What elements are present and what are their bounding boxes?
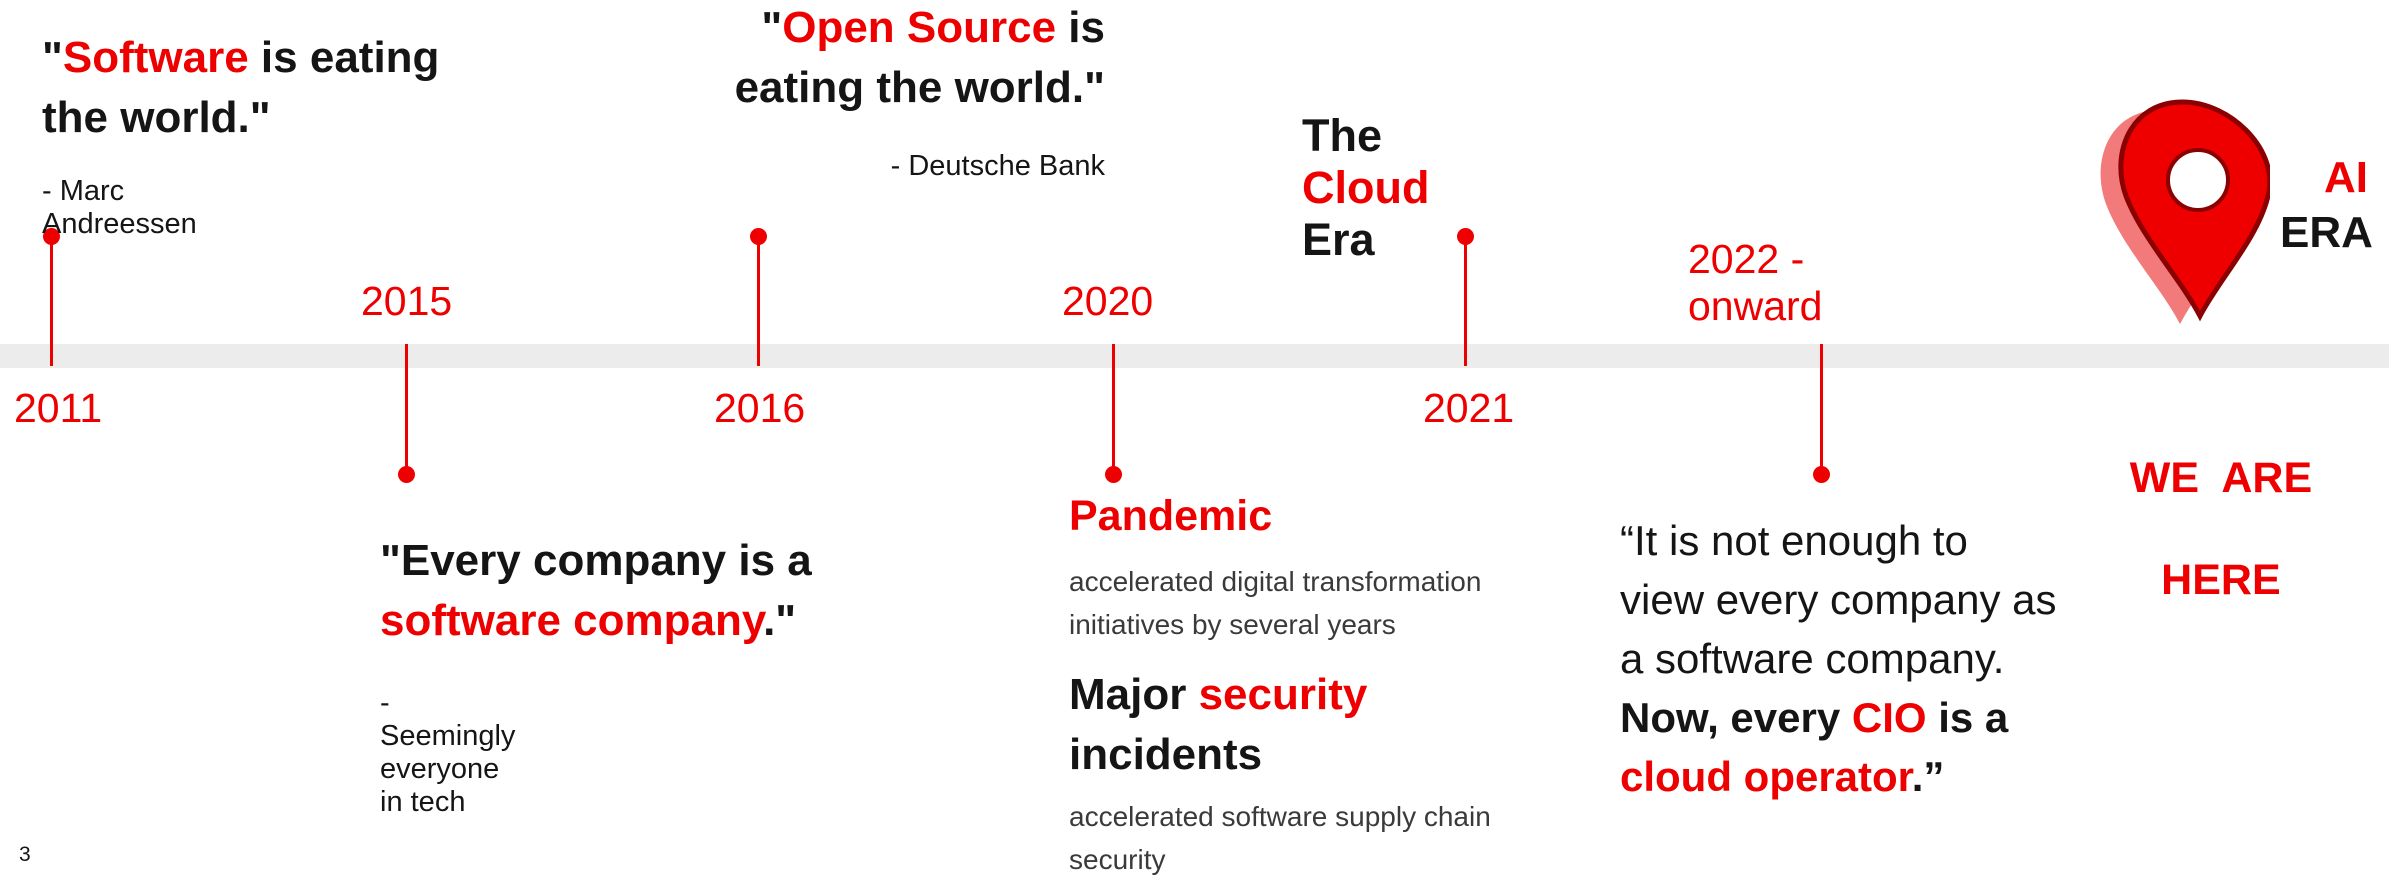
milestone-quote: "Open Source is eating the world." <box>734 3 1105 112</box>
milestone-year: 2016 <box>714 385 806 431</box>
milestone-year: 2021 <box>1423 385 1515 431</box>
milestone-quote: "Software is eating the world." <box>42 33 440 142</box>
security-description: accelerated software supply chain securi… <box>1069 801 1491 875</box>
security-title: Major security incidents <box>1069 670 1368 779</box>
milestone-connector <box>1464 236 1467 366</box>
milestone-connector <box>405 344 408 472</box>
map-pin-icon <box>2100 99 2270 324</box>
milestone-dot <box>1813 466 1830 483</box>
milestone-dot <box>1105 466 1122 483</box>
timeline-track <box>0 344 2389 368</box>
cio-quote: “It is not enough to view every company … <box>1620 517 2057 800</box>
pandemic-description: accelerated digital transformation initi… <box>1069 566 1482 640</box>
we-are-here-label: WE ARE HERE <box>2129 454 2313 604</box>
cloud-era-title: The Cloud Era <box>1302 110 1430 265</box>
milestone-quote: "Every company is a software company." <box>380 536 812 645</box>
milestone-year: 2015 <box>361 278 453 324</box>
milestone-connector <box>1112 344 1115 472</box>
milestone-year: 2022 - onward <box>1688 236 1823 329</box>
milestone-year: 2011 <box>14 385 103 431</box>
ai-era-label: AI ERA <box>2280 153 2373 257</box>
milestone-dot <box>398 466 415 483</box>
page-number: 3 <box>19 843 31 866</box>
milestone-attribution: - Deutsche Bank <box>890 150 1105 182</box>
pandemic-title: Pandemic <box>1069 492 1273 540</box>
milestone-attribution: - Seemingly everyone in tech <box>380 687 516 818</box>
milestone-attribution: - Marc Andreessen <box>42 175 197 240</box>
milestone-year: 2020 <box>1062 278 1154 324</box>
milestone-connector <box>757 236 760 366</box>
milestone-connector <box>50 236 53 366</box>
milestone-connector <box>1820 344 1823 472</box>
